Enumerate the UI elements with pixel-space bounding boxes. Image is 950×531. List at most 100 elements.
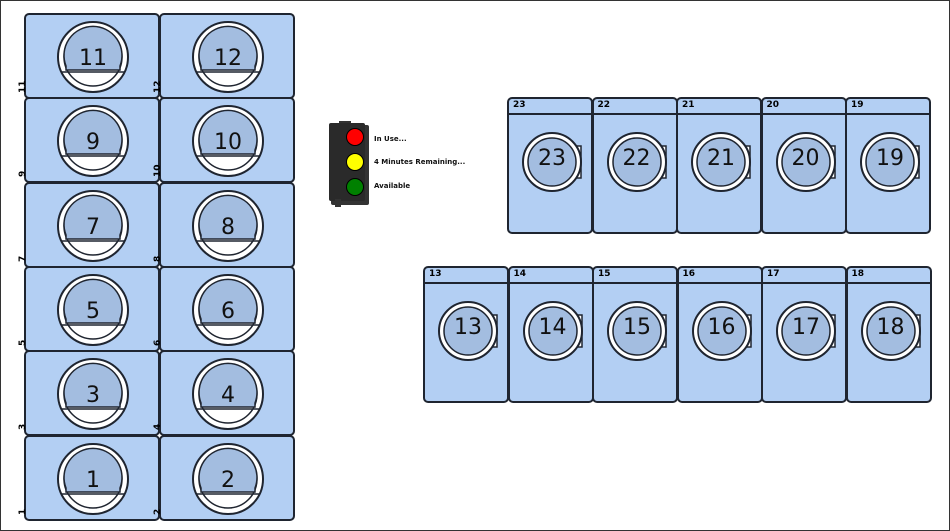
machine-number: 8 <box>221 214 235 240</box>
machine-side-label: 10 <box>153 164 163 178</box>
machine-number: 18 <box>876 315 905 340</box>
machine-number: 4 <box>221 383 235 409</box>
legend-available: Available <box>374 182 411 190</box>
machine-number: 11 <box>79 46 107 71</box>
machine-door-icon: 4 <box>191 357 265 431</box>
machine-side-label: 4 <box>153 423 163 431</box>
machine-top-label: 22 <box>597 100 611 110</box>
machine-door-icon: 12 <box>191 20 265 94</box>
machine-number: 10 <box>214 130 242 156</box>
machine-side-label: 6 <box>153 339 163 346</box>
machine-top-label: 23 <box>513 100 526 110</box>
red-light <box>346 128 364 146</box>
machine-number: 12 <box>214 46 242 71</box>
machine-number: 6 <box>221 298 235 324</box>
machine-door-icon: 6 <box>191 273 265 347</box>
machine-side-label: 11 <box>18 80 28 93</box>
machine-door-icon: 21 <box>687 132 759 204</box>
front-load-machine-14[interactable]: 14 14 <box>507 266 594 403</box>
machine-number: 13 <box>454 315 482 340</box>
machine-control-panel: 23 <box>509 99 591 115</box>
machine-number: 19 <box>876 146 904 171</box>
machine-side-label: 2 <box>153 508 163 515</box>
machine-side-label: 8 <box>153 255 163 262</box>
machine-control-panel: 20 <box>762 99 845 115</box>
machine-door-icon: 14 <box>519 301 591 373</box>
machine-top-label: 18 <box>851 269 865 279</box>
machine-side-label: 3 <box>18 423 28 431</box>
machine-control-panel: 18 <box>847 268 930 284</box>
machine-control-panel: 22 <box>593 99 676 115</box>
machine-door-icon: 20 <box>772 132 844 204</box>
machine-control-panel: 16 <box>678 268 761 284</box>
front-load-machine-22[interactable]: 22 22 <box>591 97 678 234</box>
machine-side-label: 7 <box>18 255 28 262</box>
machine-side-label: 1 <box>18 508 28 515</box>
machine-number: 1 <box>86 467 100 493</box>
front-load-machine-13[interactable]: 13 13 <box>423 266 509 403</box>
machine-number: 23 <box>538 146 566 171</box>
status-legend: In Use... 4 Minutes Remaining... Availab… <box>327 121 487 211</box>
machine-control-panel: 19 <box>847 99 929 115</box>
machine-door-icon: 15 <box>603 301 675 373</box>
machine-number: 9 <box>86 130 100 156</box>
machine-control-panel: 14 <box>509 268 592 284</box>
machine-door-icon: 9 <box>56 104 130 178</box>
traffic-light-icon <box>329 121 369 207</box>
machine-number: 21 <box>707 146 735 171</box>
machine-top-label: 14 <box>513 269 527 279</box>
machine-door-icon: 1 <box>56 442 130 516</box>
machine-side-label: 5 <box>18 339 28 346</box>
machine-door-icon: 5 <box>56 273 130 347</box>
machine-door-icon: 22 <box>603 132 675 204</box>
machine-door-icon: 8 <box>191 189 265 263</box>
machine-door-icon: 7 <box>56 189 130 263</box>
machine-top-label: 15 <box>598 269 611 279</box>
stacked-machine-12[interactable]: 12 12 <box>153 13 295 99</box>
machine-control-panel: 21 <box>678 99 760 115</box>
machine-door-icon: 18 <box>857 301 929 373</box>
machine-number: 2 <box>221 467 235 493</box>
machine-top-label: 21 <box>682 100 695 110</box>
stacked-machine-10[interactable]: 10 10 <box>153 97 295 184</box>
machine-number: 3 <box>86 383 100 409</box>
front-load-machine-23[interactable]: 23 23 <box>507 97 593 234</box>
machine-top-label: 13 <box>429 269 442 279</box>
machine-door-icon: 10 <box>191 104 265 178</box>
stacked-machine-11[interactable]: 11 11 <box>18 13 160 99</box>
machine-control-panel: 13 <box>425 268 507 284</box>
legend-minutes-remaining: 4 Minutes Remaining... <box>374 158 466 166</box>
machine-top-label: 19 <box>851 100 864 110</box>
machine-top-label: 17 <box>767 269 780 279</box>
machine-door-icon: 19 <box>856 132 928 204</box>
machine-door-icon: 13 <box>434 301 506 373</box>
machine-number: 5 <box>86 298 100 324</box>
machine-door-icon: 17 <box>772 301 844 373</box>
machine-number: 17 <box>792 315 820 340</box>
machine-door-icon: 23 <box>518 132 590 204</box>
machine-side-label: 12 <box>153 80 163 93</box>
machine-door-icon: 11 <box>56 20 130 94</box>
yellow-light <box>346 153 364 171</box>
green-light <box>346 178 364 196</box>
machine-number: 14 <box>538 315 567 340</box>
front-load-machine-21[interactable]: 21 21 <box>676 97 762 234</box>
machine-door-icon: 16 <box>688 301 760 373</box>
machine-control-panel: 17 <box>763 268 845 284</box>
